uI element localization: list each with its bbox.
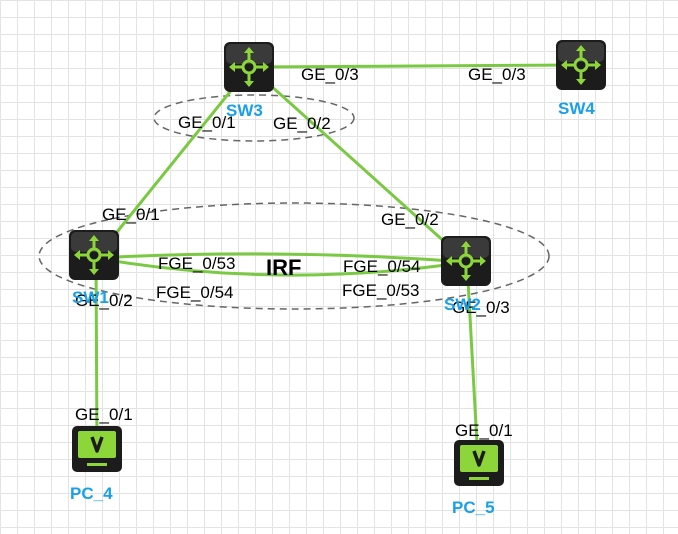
link-sw3-sw2[interactable] xyxy=(248,65,469,264)
irf-stack-label: IRF xyxy=(266,255,301,280)
port-label-sw3-ge03: GE_0/3 xyxy=(301,65,359,84)
link-irf-b[interactable] xyxy=(95,256,468,277)
irf-stack-outline xyxy=(38,202,550,310)
link-sw3-sw1[interactable] xyxy=(94,66,252,259)
port-label-sw2-ge03: GE_0/3 xyxy=(452,298,510,317)
port-label-sw1-ge02: GE_0/2 xyxy=(75,291,133,310)
device-label-pc5: PC_5 xyxy=(452,498,495,517)
device-label-sw2: SW2 xyxy=(444,295,481,314)
port-label-sw3-ge02: GE_0/2 xyxy=(273,114,331,133)
device-label-sw3: SW3 xyxy=(226,101,263,120)
device-label-sw1: SW1 xyxy=(72,288,109,307)
device-label-pc4: PC_4 xyxy=(70,484,113,503)
port-label-sw1-fge053: FGE_0/53 xyxy=(158,254,236,273)
port-label-sw2-fge053: FGE_0/53 xyxy=(342,281,420,300)
port-label-sw2-fge054: FGE_0/54 xyxy=(343,257,421,276)
link-irf-a[interactable] xyxy=(95,252,468,264)
port-label-pc4-ge01: GE_0/1 xyxy=(75,405,133,424)
port-label-sw3-ge01: GE_0/1 xyxy=(178,113,236,132)
device-label-sw4: SW4 xyxy=(558,99,595,118)
port-label-sw4-ge03: GE_0/3 xyxy=(468,65,526,84)
port-label-sw2-ge02: GE_0/2 xyxy=(381,210,439,229)
switch-icon-sw3[interactable] xyxy=(222,40,276,94)
link-sw2-pc5[interactable] xyxy=(465,261,480,463)
switch-icon-sw2[interactable] xyxy=(439,234,493,288)
switch-icon-sw1[interactable] xyxy=(67,228,121,282)
sw3-group-outline xyxy=(153,94,355,142)
link-sw3-sw4[interactable] xyxy=(249,63,581,69)
port-label-pc5-ge01: GE_0/1 xyxy=(455,421,513,440)
pc-icon-pc4[interactable] xyxy=(70,424,124,474)
link-sw1-pc4[interactable] xyxy=(94,257,99,451)
pc-icon-pc5[interactable] xyxy=(452,438,506,488)
switch-icon-sw4[interactable] xyxy=(554,38,608,92)
port-label-sw1-ge01: GE_0/1 xyxy=(102,205,160,224)
port-label-sw1-fge054: FGE_0/54 xyxy=(156,283,234,302)
